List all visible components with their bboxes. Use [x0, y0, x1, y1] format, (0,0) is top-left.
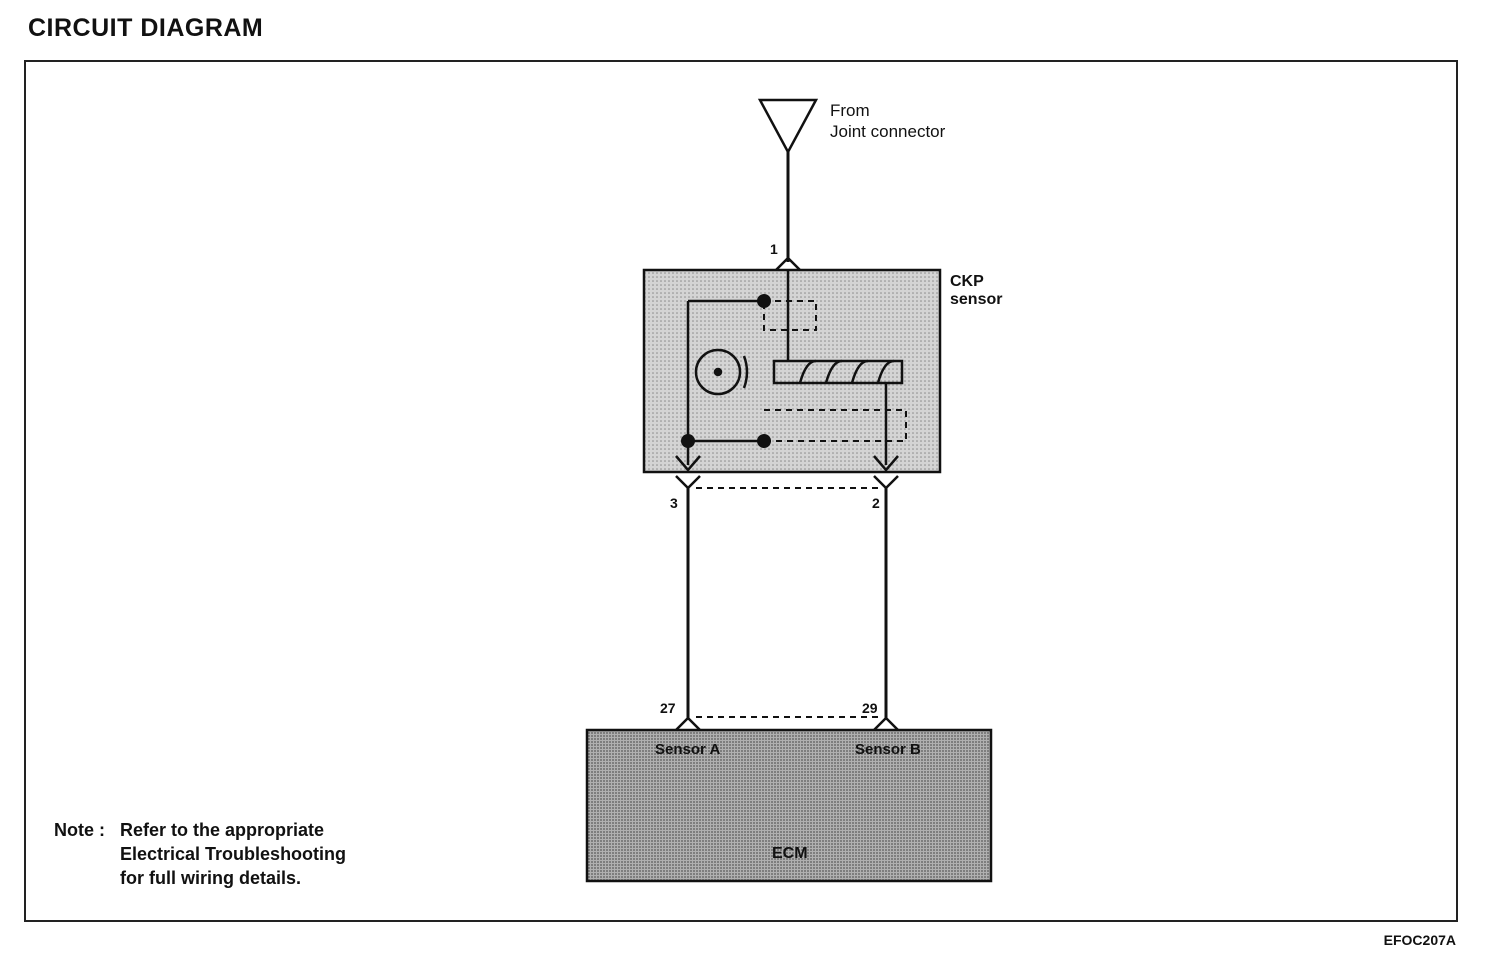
note-line-2: Electrical Troubleshooting — [120, 844, 347, 864]
pin29-connector-chevron — [873, 716, 899, 731]
pin2-connector-chevron — [873, 475, 899, 490]
source-label-line1: From — [830, 101, 870, 120]
pin-3-label: 3 — [670, 495, 678, 511]
pin-1-label: 1 — [770, 241, 778, 257]
diagram-frame — [24, 60, 1458, 922]
ecm-label: ECM — [772, 845, 808, 862]
note-line-1: Refer to the appropriate — [120, 820, 325, 840]
ecm-box — [585, 728, 993, 883]
joint-connector-symbol — [757, 98, 819, 155]
ecm-sensor-b-label: Sensor B — [855, 741, 921, 758]
junction-dot — [757, 294, 771, 308]
ecm-sensor-a-label: Sensor A — [655, 741, 720, 758]
junction-dot — [757, 434, 771, 448]
junction-dot — [681, 434, 695, 448]
pin3-connector-chevron — [675, 475, 701, 490]
pin-29-label: 29 — [862, 700, 878, 716]
pin2-arrow — [873, 455, 899, 472]
pin1-connector-chevron — [775, 256, 801, 271]
note-line-3: for full wiring details. — [120, 868, 302, 888]
pin3-arrow — [675, 455, 701, 472]
page-title: CIRCUIT DIAGRAM — [28, 14, 264, 42]
wiring-note: Note : Refer to the appropriate Electric… — [54, 818, 346, 890]
ckp-sensor-label-line1: CKP — [950, 273, 984, 290]
ckp-shield-dashed — [763, 270, 907, 442]
note-prefix: Note : — [54, 820, 110, 840]
pin-27-label: 27 — [660, 700, 676, 716]
pin27-connector-chevron — [675, 716, 701, 731]
ckp-sensor-label-line2: sensor — [950, 291, 1002, 308]
source-label-line2: Joint connector — [830, 122, 946, 141]
pin-2-label: 2 — [872, 495, 880, 511]
figure-code: EFOC207A — [1383, 932, 1456, 948]
